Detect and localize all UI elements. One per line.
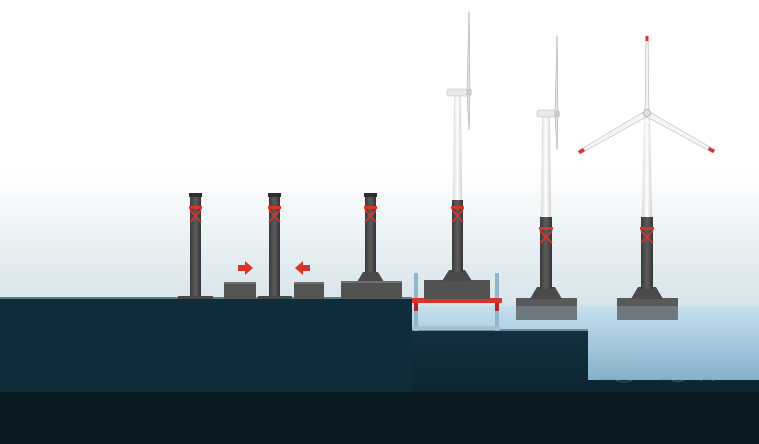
red-flange-marker	[640, 227, 654, 244]
seabed-bottom	[0, 392, 759, 444]
arrow-left-icon	[295, 261, 310, 275]
tower-upper-white	[642, 114, 652, 217]
seabed-ripples	[599, 377, 715, 383]
tower-cap	[189, 193, 202, 197]
barge-lower-deck	[412, 326, 500, 330]
hub	[643, 109, 651, 117]
buoyancy-block-right	[294, 282, 324, 299]
foundation-base	[341, 281, 402, 299]
sky	[0, 0, 759, 310]
foundation-flare	[357, 272, 384, 282]
blade-up	[466, 11, 471, 91]
arrow-right-icon	[238, 261, 253, 275]
barge-red-deck	[412, 298, 502, 303]
tower-cap	[268, 193, 281, 197]
stage-turbine-floating-complete	[577, 35, 716, 320]
tower-lower-dark	[452, 200, 463, 272]
red-flange-marker	[189, 206, 202, 223]
blade-down	[466, 93, 471, 131]
foundation-submerged	[516, 306, 577, 320]
stage-tower-assembled-on-base	[341, 193, 402, 299]
red-flange-marker	[539, 227, 553, 244]
stage-tower-on-quay	[178, 193, 213, 299]
tower-cap	[364, 193, 377, 197]
blade-tip-up	[645, 36, 649, 41]
stage-turbine-on-barge	[412, 11, 502, 331]
foundation-submerged	[617, 306, 678, 320]
red-flange-marker	[268, 206, 281, 223]
stage-turbine-floating-unfinished	[516, 35, 577, 320]
tower-segment	[190, 195, 201, 298]
tower-upper-white	[453, 94, 462, 200]
stage-tower-with-buoyancy	[224, 193, 324, 299]
tower-upper-white	[541, 116, 551, 217]
buoyancy-block-left	[224, 282, 256, 299]
blade-tip-left	[578, 148, 585, 154]
base-plate	[258, 296, 292, 299]
blade-up	[554, 35, 559, 113]
foundation-base	[424, 280, 490, 299]
tower-segment	[269, 195, 280, 298]
red-flange-marker	[451, 206, 464, 223]
blade-down	[554, 115, 559, 151]
red-flange-marker	[364, 206, 377, 223]
blade-tip-right	[708, 147, 715, 153]
tower-segment	[365, 195, 376, 280]
base-plate	[178, 296, 213, 299]
